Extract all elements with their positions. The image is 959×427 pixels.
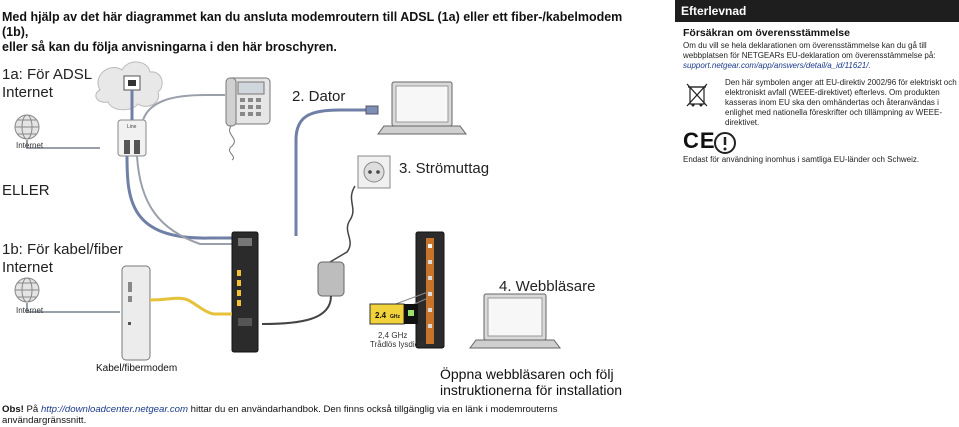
weee-text: Den här symbolen anger att EU-direktiv 2… (725, 78, 957, 127)
intro-line-2: eller så kan du följa anvisningarna i de… (2, 40, 337, 54)
dsl-splitter-icon (117, 119, 147, 157)
alert-circle-icon (714, 132, 736, 154)
internet-top-label: Internet (16, 141, 44, 150)
adsl-globe-icon (14, 114, 40, 140)
ghz-badge-number: 2.4 (375, 311, 387, 320)
declaration-body: Om du vill se hela deklarationen om över… (683, 41, 936, 60)
ghz-badge-unit: GHz (390, 314, 401, 320)
ghz-caption-line1: 2,4 GHz (378, 331, 408, 340)
modem-router-icon (231, 231, 259, 353)
ghz-caption-line2: Trådlös lysdiod (370, 340, 424, 349)
power-outlet-icon (357, 155, 391, 189)
laptop-computer-icon (377, 81, 467, 135)
download-center-link[interactable]: http://downloadcenter.netgear.com (40, 404, 188, 415)
wireless-led-badge (369, 303, 418, 325)
phone-wall-jack-icon (95, 61, 163, 111)
telephone-icon (225, 77, 271, 161)
cable-modem-icon (121, 265, 151, 361)
intro-text: Med hjälp av det här diagrammet kan du a… (2, 10, 642, 55)
obs-label: Obs! (2, 404, 24, 415)
webblasare-label: 4. Webbläsare (499, 278, 596, 295)
footer-post: hittar du en användarhandbok. Den finns … (2, 404, 558, 426)
indoor-use-text: Endast för användning inomhus i samtliga… (683, 155, 920, 164)
oppna-line2: instruktionerna för installation (440, 382, 623, 398)
stromuttag-label: 3. Strömuttag (399, 160, 490, 177)
declaration-link[interactable]: support.netgear.com/app/answers/detail/a… (683, 61, 871, 70)
adsl-label: 1a: För ADSL Internet (2, 66, 92, 102)
connection-diagram: 2.4 GHz Line (14, 61, 561, 361)
modem-router-front-icon (415, 231, 445, 349)
compliance-header: Efterlevnad (675, 0, 959, 22)
declaration-heading: Försäkran om överensstämmelse (683, 27, 850, 39)
eller-label: ELLER (2, 182, 50, 199)
weee-bin-icon (686, 83, 708, 107)
internet-bottom-label: Internet (16, 306, 44, 315)
declaration-text: Om du vill se hela deklarationen om över… (683, 41, 959, 71)
adsl-label-line1: 1a: För ADSL (2, 66, 93, 83)
adsl-label-line2: Internet (2, 84, 53, 101)
kabel-label-line2: Internet (2, 259, 53, 276)
footer-note: Obs! På http://downloadcenter.netgear.co… (2, 404, 602, 426)
kabel-label: 1b: För kabel/fiber Internet (2, 241, 123, 277)
ce-mark: CE (683, 128, 716, 153)
dator-label: 2. Dator (292, 88, 346, 105)
kabelmodem-label: Kabel/fibermodem (96, 363, 178, 374)
cable-globe-icon (14, 277, 40, 303)
power-adapter-icon (317, 261, 345, 297)
line-port-label: Line (127, 124, 137, 130)
intro-line-1: Med hjälp av det här diagrammet kan du a… (2, 10, 623, 39)
footer-pre: På (23, 404, 41, 415)
kabel-label-line1: 1b: För kabel/fiber (2, 241, 123, 258)
oppna-instruction: Öppna webbläsaren och följ instruktioner… (440, 366, 622, 398)
oppna-line1: Öppna webbläsaren och följ (440, 366, 614, 382)
laptop-browser-icon (469, 293, 561, 349)
ghz-caption: 2,4 GHz Trådlös lysdiod (370, 331, 424, 349)
